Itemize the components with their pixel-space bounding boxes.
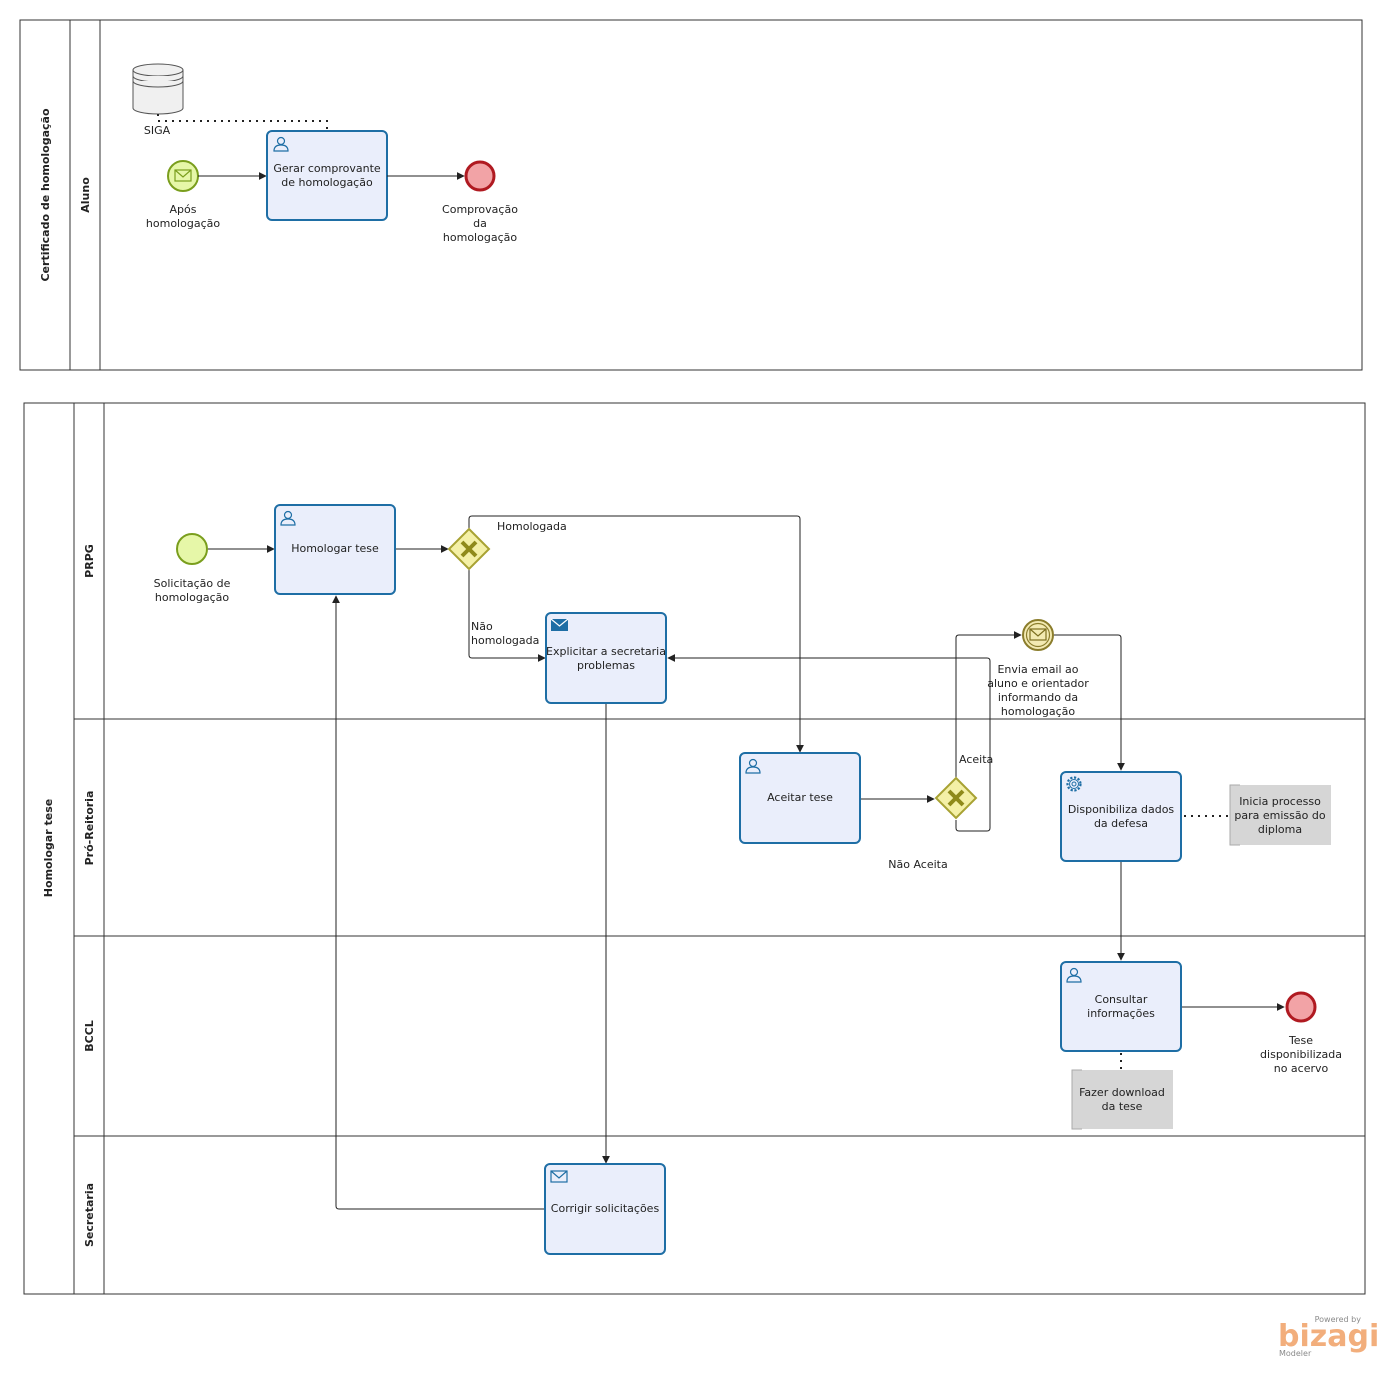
data-store-siga[interactable]: SIGA [132,63,184,137]
sequence-flows [208,515,1285,1210]
user-icon [273,136,289,152]
note-label-1: Fazer download [1079,1086,1165,1099]
start-event-label-1: Solicitação de [154,577,231,590]
task-explicitar[interactable]: Explicitar a secretaria problemas [545,612,667,704]
task-gerar-comprovante[interactable]: Gerar comprovante de homologação [266,130,388,221]
task-homologar-tese[interactable]: Homologar tese [274,504,396,595]
bizagi-wordmark: bizagi [1278,1319,1379,1354]
flow-gateway2-nao-aceita [667,654,991,832]
end-event-label-3: homologação [443,231,517,244]
gateway-aceita[interactable] [934,776,978,820]
lane-title-prpg: PRPG [83,544,96,578]
lane-title-aluno: Aluno [79,177,92,213]
task-consultar[interactable]: Consultar informações [1060,961,1182,1052]
task-aceitar-tese[interactable]: Aceitar tese [739,752,861,844]
end-event-label-3: no acervo [1274,1062,1329,1075]
lane-title-pro-reitoria: Pró-Reitoria [83,791,96,866]
task-label-1: Gerar comprovante [273,162,381,175]
task-label-2: informações [1087,1007,1155,1020]
flow-gateway1-nao-homologada [468,569,546,662]
pool-title-certificado: Certificado de homologação [39,108,52,281]
task-label-1: Disponibiliza dados [1068,803,1175,816]
data-store-label: SIGA [144,124,171,137]
note-download[interactable]: Fazer download da tese [1071,1069,1173,1130]
user-icon [280,510,296,526]
email-label-2: aluno e orientador [987,677,1089,690]
bizagi-logo: Powered by bizagi Modeler [1278,1315,1379,1358]
end-event-tese[interactable]: Tese disponibilizada no acervo [1260,991,1342,1075]
envelope-outline-icon [550,1170,568,1183]
gateway1-label-yes: Homologada [497,520,567,533]
start-event-label-2: homologação [146,217,220,230]
start-event-label-2: homologação [155,591,229,604]
lane-title-secretaria: Secretaria [83,1183,96,1247]
flow-gateway1-homologada [468,515,804,753]
flow-gateway2-aceita [955,631,1022,778]
gateway2-label-yes: Aceita [959,753,993,766]
end-event-label-2: disponibilizada [1260,1048,1342,1061]
task-label-1: Consultar [1095,993,1148,1006]
pool-homologar: Homologar tese PRPG Pró-Reitoria BCCL Se… [23,402,1366,1295]
email-label-4: homologação [1001,705,1075,718]
flow-corrigir-homologar [332,595,545,1210]
pool-certificado: Certificado de homologação Aluno [19,19,1363,371]
task-label-2: de homologação [281,176,373,189]
gateway1-label-no-2: homologada [471,634,539,647]
end-event-comprovacao[interactable]: Comprovação da homologação [442,160,518,244]
task-label: Corrigir solicitações [551,1202,660,1215]
start-event-label-1: Após [170,203,197,216]
lane-title-bccl: BCCL [83,1020,96,1052]
note-label-2: da tese [1102,1100,1143,1113]
modeler-text: Modeler [1279,1349,1312,1358]
email-label-1: Envia email ao [997,663,1078,676]
envelope-icon [550,618,569,631]
flow-email-disponibiliza [1054,634,1125,771]
gateway-homologada[interactable] [447,527,491,571]
note-label-2: para emissão do [1234,809,1325,822]
intermediate-event-email[interactable]: Envia email ao aluno e orientador inform… [987,619,1089,718]
gateway1-label-no-1: Não [471,620,493,633]
task-disponibiliza[interactable]: Disponibiliza dados da defesa [1060,771,1182,862]
gear-icon [1066,776,1082,792]
email-label-3: informando da [998,691,1078,704]
user-icon [1066,967,1082,983]
pool-title-homologar: Homologar tese [42,799,55,897]
task-label-1: Explicitar a secretaria [546,645,666,658]
end-event-label-2: da [473,217,487,230]
user-icon [745,758,761,774]
start-event-solicitacao[interactable]: Solicitação de homologação [154,533,231,604]
task-label: Aceitar tese [767,791,833,804]
association-siga [157,114,328,130]
task-label-2: problemas [577,659,635,672]
end-event-label-1: Tese [1288,1034,1313,1047]
note-diploma[interactable]: Inicia processo para emissão do diploma [1229,784,1331,846]
gateway2-label-no: Não Aceita [888,858,947,871]
powered-by-text: Powered by [1315,1315,1362,1324]
note-label-3: diploma [1258,823,1302,836]
task-corrigir[interactable]: Corrigir solicitações [544,1163,666,1255]
task-label: Homologar tese [291,542,379,555]
end-event-label-1: Comprovação [442,203,518,216]
start-event-apos[interactable]: Após homologação [146,160,220,230]
task-label-2: da defesa [1094,817,1148,830]
note-label-1: Inicia processo [1239,795,1321,808]
